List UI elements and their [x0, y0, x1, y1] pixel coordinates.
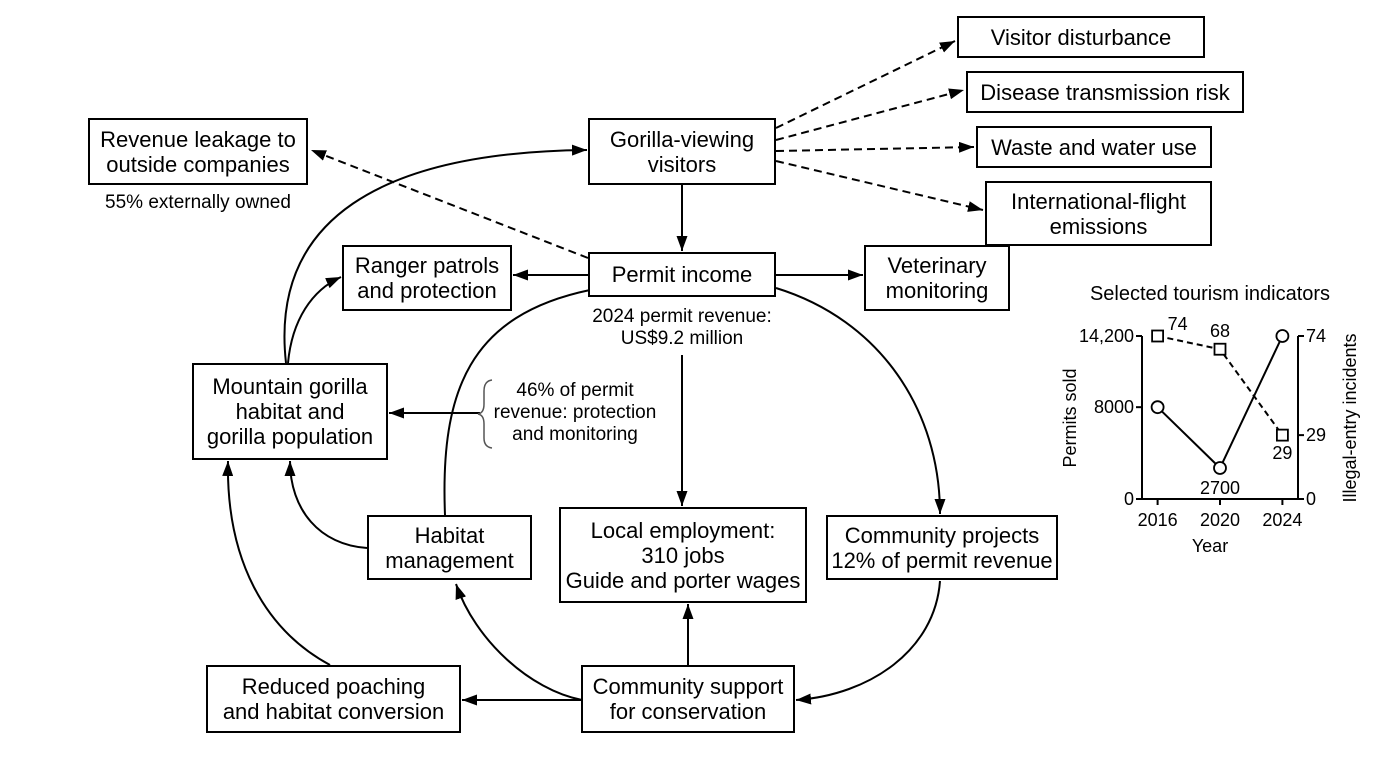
arrow-habitat-management-to-gorilla-habitat: [284, 460, 368, 549]
series-0-point-2016: [1150, 400, 1165, 415]
y-axis-label-left: Permits sold: [1060, 368, 1080, 467]
node-community-support: Community support for conservation: [581, 665, 795, 733]
node-label-line: 310 jobs: [641, 542, 725, 568]
dashed-arrow-permit-income-to-revenue-leakage: [310, 149, 589, 259]
node-label-line: emissions: [1049, 213, 1148, 239]
node-label-line: Disease transmission risk: [980, 79, 1230, 105]
arrow-gorilla-habitat-to-ranger-patrols: [287, 276, 342, 364]
node-label-line: Visitor disturbance: [990, 24, 1172, 50]
node-label-line: monitoring: [885, 278, 989, 303]
node-label-line: Community projects: [844, 522, 1040, 548]
node-mountain-gorilla-habitat: Mountain gorilla habitat and gorilla pop…: [192, 363, 388, 460]
permit-revenue-note: 2024 permit revenue: US$9.2 million: [560, 306, 804, 350]
arrow-reduced-poaching-to-gorilla-habitat: [222, 460, 331, 666]
node-disease-transmission-risk: Disease transmission risk: [966, 71, 1244, 113]
node-label-line: Waste and water use: [991, 134, 1197, 160]
revenue-leakage-share-note: 55% externally owned: [88, 192, 308, 214]
series-1-point-2024: [1275, 428, 1289, 442]
node-reduced-poaching: Reduced poaching and habitat conversion: [206, 665, 461, 733]
y-tick-label-left: 8000: [1094, 397, 1134, 417]
series-1-data-label: 29: [1272, 443, 1292, 463]
node-visitor-disturbance: Visitor disturbance: [957, 16, 1205, 58]
node-label-line: Reduced poaching: [241, 674, 426, 699]
arrow-community-projects-to-community-support: [795, 580, 941, 705]
series-0-point-2024: [1275, 329, 1290, 343]
y-tick-label-right: 74: [1306, 326, 1326, 346]
note-line: 2024 permit revenue:: [592, 306, 772, 327]
node-waste-and-water-use: Waste and water use: [976, 126, 1212, 168]
arrow-gorilla-habitat-to-visitors: [283, 144, 588, 364]
node-gorilla-viewing-visitors: Gorilla-viewing visitors: [588, 118, 776, 185]
node-label-line: for conservation: [609, 699, 767, 724]
x-tick-label: 2020: [1200, 510, 1240, 530]
y-tick-label-right: 0: [1306, 489, 1316, 509]
series-1-data-label: 74: [1168, 314, 1188, 334]
node-label-line: habitat and: [235, 399, 345, 424]
node-label-line: Local employment:: [590, 517, 776, 543]
node-community-projects: Community projects 12% of permit revenue: [826, 515, 1058, 580]
node-ranger-patrols: Ranger patrols and protection: [342, 245, 512, 311]
node-label-line: and protection: [357, 278, 497, 303]
series-1-point-2016: [1151, 329, 1164, 343]
y-tick-label-right: 29: [1306, 425, 1326, 445]
note-line: and monitoring: [512, 424, 638, 445]
node-revenue-leakage: Revenue leakage to outside companies: [88, 118, 308, 185]
node-veterinary-monitoring: Veterinary monitoring: [864, 245, 1010, 311]
chart-title: Selected tourism indicators: [1090, 283, 1330, 305]
note-line: 46% of permit: [516, 380, 634, 401]
node-local-employment: Local employment: 310 jobs Guide and por…: [559, 507, 807, 603]
node-label-line: Permit income: [611, 262, 753, 287]
dashed-arrow-visitors-to-waste-water: [775, 141, 975, 153]
series-0-point-2020: [1213, 461, 1227, 475]
node-label-line: gorilla population: [206, 424, 374, 449]
node-label-line: Community support: [592, 674, 784, 699]
series-1-data-label: 68: [1210, 321, 1230, 341]
node-label-line: Guide and porter wages: [565, 567, 801, 593]
node-label-line: Veterinary: [887, 253, 987, 278]
node-label-line: Mountain gorilla: [212, 374, 368, 399]
dashed-arrow-visitors-to-disease-risk: [775, 88, 965, 141]
series-1-point-2020: [1213, 342, 1227, 356]
arrow-permit-income-to-community-projects: [775, 287, 946, 515]
node-label-line: International-flight: [1011, 188, 1186, 214]
y-tick-label-left: 0: [1124, 489, 1134, 509]
y-axis-label-right: Illegal-entry incidents: [1340, 333, 1360, 502]
note-line: US$9.2 million: [620, 328, 744, 349]
node-label-line: Ranger patrols: [354, 253, 500, 278]
arc-permit-income-to-habitat-management: [443, 289, 591, 516]
x-tick-label: 2024: [1262, 510, 1302, 530]
protection-share-note: 46% of permit revenue: protection and mo…: [490, 380, 660, 446]
node-permit-income: Permit income: [588, 252, 776, 297]
node-label-line: visitors: [647, 151, 717, 177]
y-tick-label-left: 14,200: [1079, 326, 1134, 346]
node-label-line: Gorilla-viewing: [609, 126, 755, 152]
node-label-line: 12% of permit revenue: [831, 547, 1053, 573]
series-0-line: [1156, 335, 1284, 470]
dashed-arrow-visitors-to-flight-emissions: [775, 160, 984, 212]
x-axis-label: Year: [1192, 536, 1228, 556]
arrow-community-support-to-habitat-management: [455, 583, 583, 701]
protection-share-brace: [477, 379, 493, 449]
node-international-flight-emissions: International-flight emissions: [985, 181, 1212, 246]
series-0-data-label: 2700: [1200, 478, 1240, 498]
node-label-line: and habitat conversion: [222, 699, 445, 724]
note-line: 55% externally owned: [105, 192, 291, 213]
note-line: revenue: protection: [493, 402, 657, 423]
node-label-line: outside companies: [106, 151, 290, 177]
node-label-line: Revenue leakage to: [100, 126, 296, 152]
dashed-arrow-visitors-to-visitor-disturbance: [775, 40, 956, 129]
x-tick-label: 2016: [1138, 510, 1178, 530]
node-label-line: management: [385, 547, 514, 573]
tourism-indicators-chart: Selected tourism indicators0800014,20002…: [1060, 283, 1360, 556]
node-habitat-management: Habitat management: [367, 515, 532, 580]
node-label-line: Habitat: [414, 522, 485, 548]
